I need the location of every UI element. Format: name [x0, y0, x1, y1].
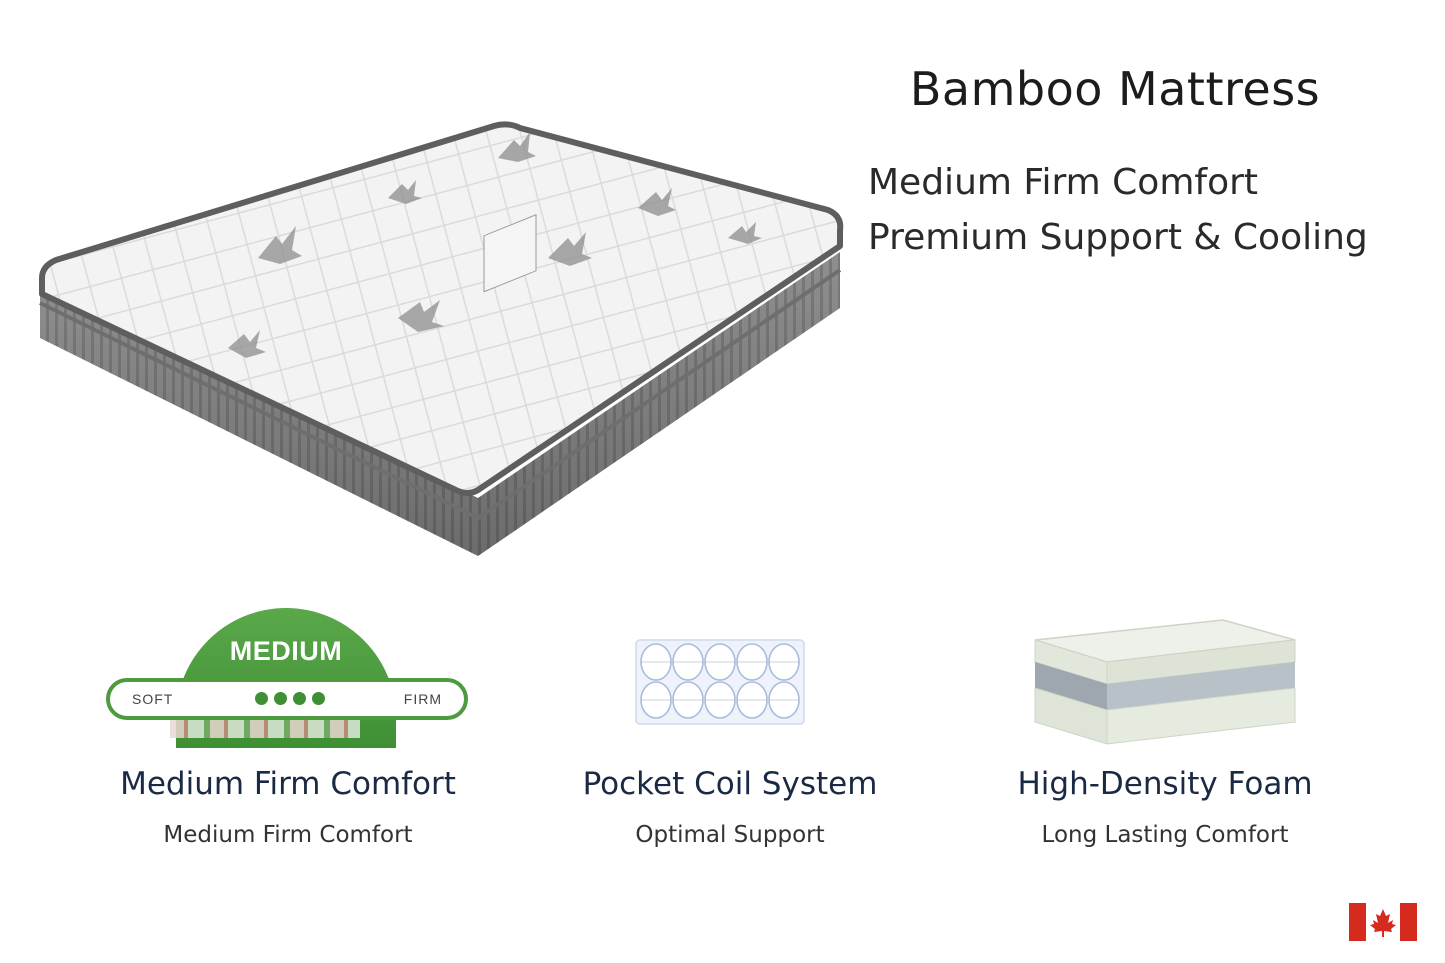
gauge-level-dot: [274, 692, 287, 705]
feature-comfort: MEDIUM SOFT FIRM Medium Firm Comfort Med…: [78, 600, 498, 848]
feature-title: Pocket Coil System: [582, 766, 878, 802]
pocket-coil-icon: [635, 639, 805, 725]
gauge-firm-label: FIRM: [403, 691, 442, 707]
gauge-scale-bar: SOFT FIRM: [106, 678, 468, 720]
gauge-level-dot: [255, 692, 268, 705]
gauge-level-dot: [312, 692, 325, 705]
feature-pocket-coil: Pocket Coil System Optimal Support: [520, 600, 940, 848]
gauge-level-dot: [293, 692, 306, 705]
feature-description: Long Lasting Comfort: [1041, 822, 1289, 848]
gauge-medium-label: MEDIUM: [229, 636, 343, 666]
gauge-level-dots: [255, 692, 325, 705]
mattress-image: [39, 121, 844, 556]
feature-title: High-Density Foam: [1017, 766, 1313, 802]
feature-description: Optimal Support: [635, 822, 825, 848]
product-title: Bamboo Mattress: [909, 62, 1321, 116]
product-subtitle-support: Premium Support & Cooling: [868, 217, 1368, 258]
foam-layers-icon: [1034, 619, 1296, 745]
feature-foam: High-Density Foam Long Lasting Comfort: [955, 600, 1375, 848]
product-subtitle-comfort: Medium Firm Comfort: [868, 162, 1259, 203]
foam-visual: [955, 600, 1375, 750]
feature-title: Medium Firm Comfort: [120, 766, 456, 802]
feature-description: Medium Firm Comfort: [163, 822, 413, 848]
pocket-coil-visual: [520, 600, 940, 750]
comfort-gauge-icon: MEDIUM SOFT FIRM: [78, 600, 498, 750]
gauge-soft-label: SOFT: [132, 691, 174, 707]
canada-flag-icon: [1349, 903, 1417, 941]
